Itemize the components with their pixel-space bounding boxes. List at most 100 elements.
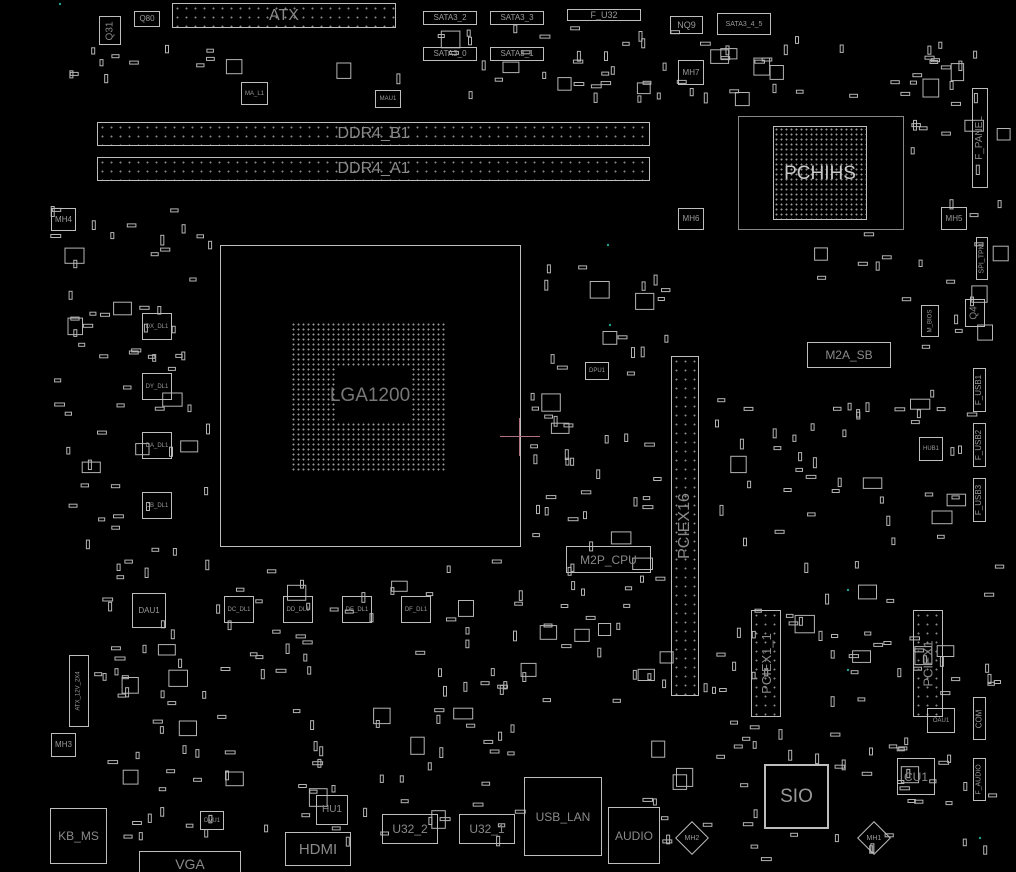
mounting-hole-mh6[interactable]: MH6 <box>678 208 704 230</box>
f-audio-header[interactable]: F_AUDIO <box>973 758 986 801</box>
dau1-chip[interactable]: DAU1 <box>132 593 166 628</box>
smd-pad <box>208 814 213 824</box>
smd-pad <box>985 663 990 673</box>
smd-pad <box>144 567 149 578</box>
dx-dl1-inductor[interactable]: DX_DL1 <box>142 313 172 340</box>
spi-tpm-header[interactable]: SPI_TPM <box>976 237 988 280</box>
smd-pad <box>94 672 103 677</box>
smd-pad <box>69 71 79 76</box>
mau1[interactable]: MAU1 <box>375 90 401 108</box>
mounting-hole-mh4[interactable]: MH4 <box>51 208 76 231</box>
usb32-1-port[interactable]: U32_1 <box>459 814 515 844</box>
smd-pad <box>521 50 531 55</box>
smd-pad <box>834 834 839 843</box>
dc-dl1-inductor[interactable]: DC_DL1 <box>224 596 254 623</box>
q80[interactable]: Q80 <box>134 11 160 27</box>
sata3-4-5-connector[interactable]: SATA3_4_5 <box>717 13 771 35</box>
pch-chip[interactable]: PCHIHS <box>773 126 867 220</box>
dpu1-chip[interactable]: DPU1 <box>585 362 609 380</box>
smd-pad <box>114 668 119 676</box>
smd-pad <box>785 613 794 618</box>
q31[interactable]: Q31 <box>99 16 121 45</box>
atx-12v-connector[interactable]: ATX_12V_2X4 <box>69 655 89 727</box>
m2p-cpu-slot[interactable]: M2P_CPU <box>566 546 651 573</box>
smd-pad <box>567 517 579 522</box>
db-dl1-inductor[interactable]: DB_DL1 <box>142 492 172 519</box>
sata3-0-connector[interactable]: SATA3_0 <box>423 47 477 61</box>
smd-pad <box>861 771 873 776</box>
cu1-chip[interactable]: CU1 <box>897 758 935 795</box>
kb-ms-port[interactable]: KB_MS <box>50 808 107 864</box>
mounting-hole-mh5[interactable]: MH5 <box>941 207 967 230</box>
smd-pad <box>204 487 209 496</box>
mounting-hole-mh3[interactable]: MH3 <box>51 733 76 757</box>
smd-pad <box>938 760 950 765</box>
usb32-2-port[interactable]: U32_2 <box>382 814 438 844</box>
dy-dl1-inductor[interactable]: DY_DL1 <box>142 373 172 400</box>
pciex1-1-slot[interactable]: PCIEX1_1 <box>751 610 781 717</box>
smd-pad <box>565 457 570 466</box>
smd-pad <box>480 681 490 686</box>
f-usb3-header[interactable]: F_USB3 <box>973 478 986 522</box>
f-u32-header[interactable]: F_U32 <box>567 9 641 21</box>
ma-l1[interactable]: MA_L1 <box>241 82 268 105</box>
m2a-sb-slot[interactable]: M2A_SB <box>807 342 891 368</box>
mounting-hole-mh7[interactable]: MH7 <box>678 60 704 85</box>
smd-pad <box>798 452 803 462</box>
smd-pad <box>662 679 667 689</box>
smd-pad <box>975 164 980 175</box>
hu1-chip[interactable]: HU1 <box>316 795 348 825</box>
com-header[interactable]: COM <box>973 697 986 740</box>
smd-pad <box>530 444 539 449</box>
atx-connector[interactable]: ATX <box>172 3 396 28</box>
f-panel-header[interactable]: F_PANEL <box>972 88 988 188</box>
hdmi-port[interactable]: HDMI <box>285 832 351 866</box>
smd-pad <box>886 598 895 603</box>
q4[interactable]: Q4 <box>965 299 985 327</box>
smd-pad <box>805 474 817 479</box>
dimm-slot-ddr4-b1[interactable]: DDR4_B1 <box>97 122 650 146</box>
smd-pad <box>497 823 506 828</box>
smd-pad <box>178 720 198 737</box>
dvu1-chip[interactable]: DVU1 <box>200 811 224 830</box>
da-dl1-inductor[interactable]: DA_DL1 <box>142 432 172 459</box>
oau1-chip[interactable]: OAU1 <box>927 708 955 733</box>
m-bios-chip[interactable]: M_BIOS <box>921 305 939 337</box>
de-dl1-inductor[interactable]: DE_DL1 <box>342 596 372 623</box>
dd-dl1-inductor[interactable]: DD_DL1 <box>283 596 313 623</box>
df-dl1-inductor[interactable]: DF_DL1 <box>401 596 431 623</box>
f-usb1-header[interactable]: F_USB1 <box>973 368 986 412</box>
smd-pad <box>116 403 125 408</box>
smd-pad <box>883 641 892 645</box>
smd-pad <box>743 537 747 547</box>
smd-pad <box>865 402 870 412</box>
smd-pad <box>783 488 792 492</box>
smd-pad <box>157 644 176 656</box>
smd-pad <box>930 389 935 398</box>
sata3-2-connector[interactable]: SATA3_2 <box>423 11 477 25</box>
smd-pad <box>64 247 85 264</box>
smd-pad <box>922 78 940 98</box>
cpu-socket-outline[interactable] <box>220 245 521 547</box>
smd-pad <box>601 71 610 76</box>
sata3-1-connector[interactable]: SATA3_1 <box>490 47 544 61</box>
sata3-3-connector[interactable]: SATA3_3 <box>490 11 544 25</box>
smd-pad <box>236 587 245 592</box>
smd-pad <box>969 213 979 218</box>
smd-pad <box>331 785 336 793</box>
sio-chip[interactable]: SIO <box>764 764 829 829</box>
dimm-slot-ddr4-a1[interactable]: DDR4_A1 <box>97 157 650 181</box>
hub1-chip[interactable]: HUB1 <box>919 437 943 461</box>
pciex16-slot[interactable]: PCIEX16 <box>671 356 699 696</box>
f-usb2-header[interactable]: F_USB2 <box>973 423 986 467</box>
vga-port[interactable]: VGA <box>139 851 241 872</box>
usb-lan-port[interactable]: USB_LAN <box>524 777 602 856</box>
smd-pad <box>206 423 210 435</box>
smd-pad <box>499 685 504 695</box>
audio-jack[interactable]: AUDIO <box>608 807 660 864</box>
smd-pad <box>716 754 725 759</box>
dpu1-label: DPU1 <box>588 368 605 374</box>
pciex1-slot[interactable]: PCIEX1 <box>913 610 943 717</box>
nq9[interactable]: NQ9 <box>670 16 703 34</box>
